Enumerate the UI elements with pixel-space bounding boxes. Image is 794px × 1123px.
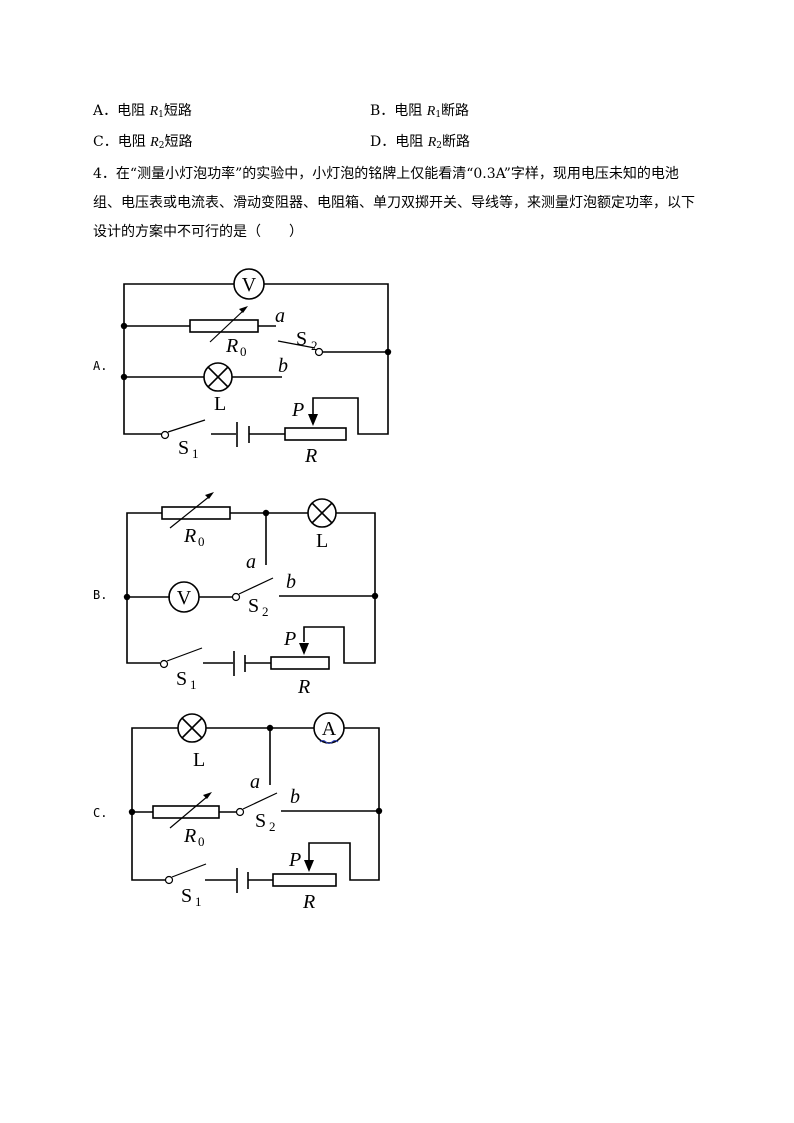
switch-s2-b-blade xyxy=(238,577,274,595)
switch-s1-a-blade xyxy=(167,419,206,433)
switch-s2-a-blade xyxy=(277,340,316,349)
svg-text:R: R xyxy=(183,525,196,547)
svg-text:S: S xyxy=(181,885,192,907)
svg-text:b: b xyxy=(278,355,288,377)
svg-text:R: R xyxy=(297,676,310,698)
svg-text:2: 2 xyxy=(269,819,276,834)
svg-text:R: R xyxy=(225,335,238,357)
svg-text:P: P xyxy=(291,399,304,421)
svg-text:R: R xyxy=(304,445,317,467)
svg-text:V: V xyxy=(177,587,192,609)
rheostat-b xyxy=(270,656,330,670)
switch-s2-c-blade xyxy=(242,792,278,810)
svg-text:V: V xyxy=(242,274,257,296)
svg-text:L: L xyxy=(214,393,226,415)
option-d: D．电阻 R2断路 xyxy=(370,134,470,151)
switch-s1-b-blade xyxy=(166,647,203,662)
svg-text:P: P xyxy=(283,628,296,650)
ammeter-c: A xyxy=(313,712,345,744)
circuit-a-right-wire xyxy=(264,283,389,435)
svg-text:S: S xyxy=(296,328,307,350)
svg-text:A: A xyxy=(322,718,337,740)
svg-text:R: R xyxy=(183,825,196,847)
question-line-3: 设计的方案中不可行的是（ ） xyxy=(93,224,303,240)
svg-text:L: L xyxy=(316,530,328,552)
svg-text:L: L xyxy=(193,749,205,771)
diagram-label-c: C. xyxy=(93,806,108,820)
diagram-label-a: A. xyxy=(93,359,108,373)
option-b: B．电阻 R1断路 xyxy=(370,103,470,120)
voltmeter-a: V xyxy=(233,268,265,300)
rheostat-a xyxy=(284,427,347,441)
svg-text:b: b xyxy=(286,571,296,593)
circuit-b: R 0 a L V b S 2 P R S 1 xyxy=(123,492,379,698)
rheostat-c xyxy=(272,873,337,887)
svg-text:2: 2 xyxy=(262,604,269,619)
svg-text:R: R xyxy=(302,891,315,913)
svg-text:P: P xyxy=(288,849,301,871)
resistance-box-c xyxy=(152,805,220,819)
svg-text:0: 0 xyxy=(198,534,205,549)
svg-text:b: b xyxy=(290,786,300,808)
svg-text:1: 1 xyxy=(195,894,202,909)
svg-text:0: 0 xyxy=(198,834,205,849)
svg-text:1: 1 xyxy=(192,446,199,461)
svg-text:2: 2 xyxy=(311,338,318,353)
diagram-label-b: B. xyxy=(93,588,108,602)
svg-text:0: 0 xyxy=(240,344,247,359)
svg-text:S: S xyxy=(248,595,259,617)
question-4: 4．在“测量小灯泡功率”的实验中，小灯泡的铭牌上仅能看清“0.3A”字样，现用电… xyxy=(93,160,703,247)
svg-text:S: S xyxy=(255,810,266,832)
svg-text:S: S xyxy=(176,668,187,690)
svg-text:a: a xyxy=(275,305,285,327)
svg-text:a: a xyxy=(250,771,260,793)
circuit-a: V a R 0 S 2 b L P R S 1 xyxy=(120,268,392,467)
option-a: A．电阻 R1短路 xyxy=(93,103,192,120)
svg-text:a: a xyxy=(246,551,256,573)
svg-text:1: 1 xyxy=(190,677,197,692)
option-c: C．电阻 R2短路 xyxy=(93,134,193,151)
question-line-2: 组、电压表或电流表、滑动变阻器、电阻箱、单刀双掷开关、导线等，来测量灯泡额定功率… xyxy=(93,195,695,211)
lamp-c xyxy=(177,713,207,743)
question-line-1: 4．在“测量小灯泡功率”的实验中，小灯泡的铭牌上仅能看清“0.3A”字样，现用电… xyxy=(93,166,679,182)
svg-text:S: S xyxy=(178,437,189,459)
circuit-c: L A R 0 a b S 2 P R S 1 xyxy=(128,712,383,913)
switch-s1-c-blade xyxy=(171,863,207,878)
